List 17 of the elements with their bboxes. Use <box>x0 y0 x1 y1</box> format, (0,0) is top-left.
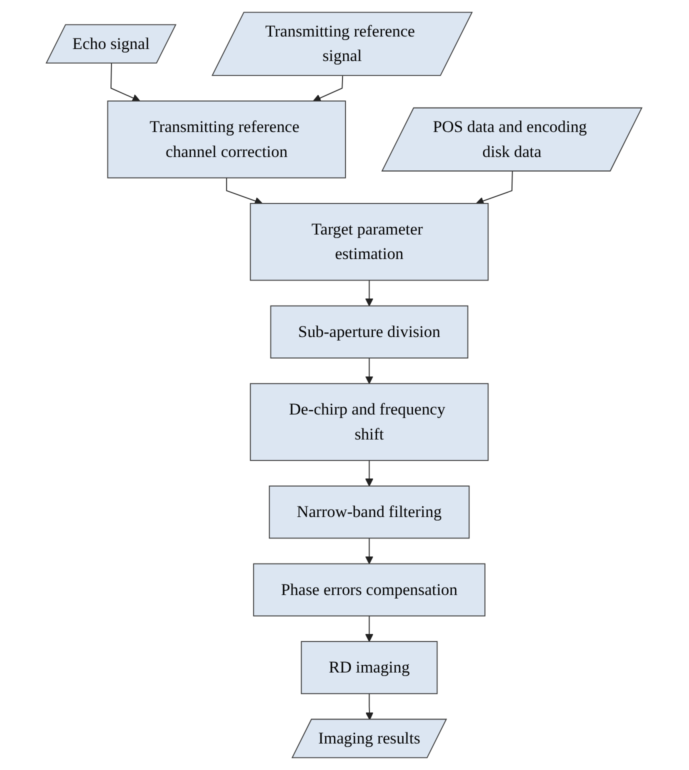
arrow <box>366 358 374 384</box>
node-box: Sub-aperture division <box>270 305 469 358</box>
arrow <box>226 177 264 205</box>
arrow <box>476 170 514 205</box>
node-box: Narrow-band filtering <box>269 486 470 539</box>
node-box: De-chirp and frequency shift <box>250 383 490 461</box>
arrow <box>366 460 374 486</box>
arrow <box>366 538 374 564</box>
node-box: Transmitting reference channel correction <box>108 100 346 178</box>
arrow <box>111 63 141 102</box>
node-box: RD imaging <box>301 641 438 694</box>
arrow <box>313 75 344 102</box>
arrow <box>366 693 374 720</box>
node-box: Target parameter estimation <box>250 203 490 281</box>
node-box: Phase errors compensation <box>254 563 486 616</box>
arrow <box>366 280 374 306</box>
arrow <box>366 615 374 642</box>
